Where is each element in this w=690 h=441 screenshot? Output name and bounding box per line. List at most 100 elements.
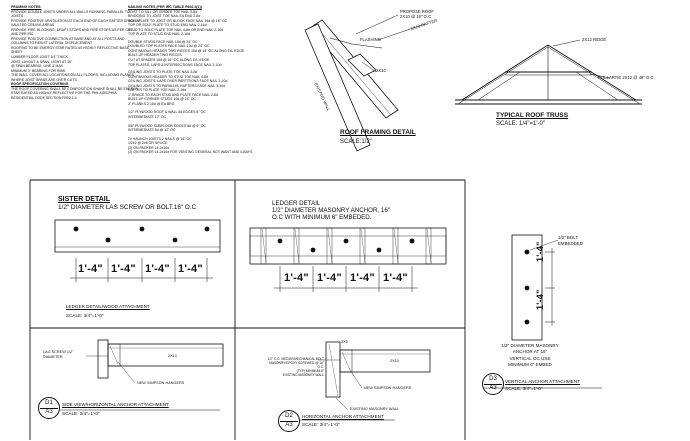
side-scale: SCALE: 3/4"=1'-0" (62, 411, 100, 416)
propose-roof-label: PROPOSE ROOF (400, 9, 434, 14)
horizontal-note-line: 1/2" O.C. WEDGE/MECHANICAL BOLT (267, 357, 324, 361)
sister-dim-3: 1'-4" (145, 263, 170, 275)
side-ledger-label: 2X10 (168, 354, 177, 358)
ledger-dim-1: 1'-4" (284, 272, 309, 284)
nailing-note-line: 1" BRACE TO EACH STUD AND PLATE FACE NAI… (128, 92, 218, 97)
framing-notes: FRAMING NOTES: PROVIDE DOUBLE JOISTS UND… (11, 5, 141, 100)
vertical-note-line: MINIMUM 6" EMBED (508, 362, 552, 368)
sister-dim-1: 1'-4" (78, 263, 103, 275)
side-view-drawing (60, 339, 224, 411)
vertical-dim-1: 1'-4" (535, 241, 545, 262)
side-ref-bubble: D1 A3 (38, 397, 60, 419)
roof-spec-line: STAR RATED AS HIGHLY REFLECTIVE FOR THE … (11, 91, 117, 96)
framing-note-line: WHERE JOIST SPANS ARE OVER CUTS (11, 77, 77, 82)
framing-note-line: LUMBER FLOOR JOIST 3/4" THICK (11, 55, 68, 60)
ref-top: D2 (285, 413, 293, 419)
nailing-note-line: CEILING JOISTS TO PLATE TOE NAIL 3-8d (128, 70, 198, 75)
framing-note-line: JOIST LAYOUT & SPAN, LIGHT AT 16" (11, 59, 73, 64)
horizontal-note-line: (TYP) MINIMUM 6" (296, 369, 324, 373)
horizontal-note-line: MASONRY/EPOXY SCREWED @ 16" O.C. (269, 361, 324, 369)
roof-framing-scale: SCALE:1/2" (340, 139, 372, 145)
sister-dim-2: 1'-4" (111, 263, 136, 275)
nailing-note-line: TOP PLATE TO STUD END NAIL 2-16d (128, 32, 190, 37)
nailing-note-line: CEILING JOISTS, LAPS OVER PARTITIONS FAC… (128, 79, 228, 84)
framing-note-line: PROVIDE DOUBLE JOISTS UNDER ALL WALLS RU… (11, 9, 130, 14)
nailing-note-line: STUD TO SOLE PLATE TOE NAIL 4-8d OR END … (128, 27, 224, 32)
framing-note-line: SHEET (11, 50, 23, 55)
sister-dim-4: 1'-4" (178, 263, 203, 275)
framing-note-line: ROOFING TO BE ENERGY STAR RATED AS HIGHL… (11, 45, 129, 50)
ref-top: D3 (489, 376, 497, 382)
collar-tie-label: COLLARTIE 2X12 @ 48" O.C (598, 75, 654, 80)
vertical-scale: SCALE: 3/4"=1'-0" (505, 386, 543, 391)
nailing-note-line: BUILT-UP HEADER TWO PIECES (128, 53, 182, 58)
sister-detail-drawing (54, 219, 221, 282)
horizontal-anchor-note: 1/2" O.C. WEDGE/MECHANICAL BOLT MASONRY/… (262, 357, 324, 377)
lag-screw-label-2: DIAMETER (43, 355, 63, 359)
nailing-note-line: TOP OR SOLE PLATE TO STUD END NAIL 2-16d (128, 23, 207, 28)
ledger-tag-label: 2X10 (376, 68, 386, 73)
horizontal-scale: SCALE: 3/4"=1'-0" (302, 422, 340, 427)
nailing-note-line: 2" PLANKS 2-16d @ EA BRG (128, 101, 175, 106)
nailing-note-line: 1/2" PLYWOOD ROOF & WALL 6d EDGES 6" OC (128, 110, 206, 115)
framing-note-line: JOISTS (11, 14, 24, 19)
roof-spec-line: THE ROOF COVERING SHALL BE COMPOSITION S… (11, 86, 139, 91)
sister-detail-caption: LEDGER DETAIL/WOOD ATTACHMENT (66, 304, 150, 309)
framing-note-line: MINIMUM 3" BEARING FOR RIBS (11, 68, 66, 73)
nailing-note-line: INTERMEDIATE 12" OC (128, 115, 167, 120)
vertical-note-line: ANCHOR AT 16" (512, 349, 548, 355)
ledger-dim-4: 1'-4" (383, 272, 408, 284)
nailing-note-line: DOUBLED TOP PLATES FACE NAIL 10d @ 24" O… (128, 44, 210, 49)
nailing-note-line: 1/2x2 @ 2x6 OR SPLICE (128, 141, 168, 146)
nailing-note-line: JOIST TO SILL OR GIRDER TOE NAIL 3-8d (128, 9, 198, 14)
ledger-detail-title: LEDGER DETAIL (272, 200, 321, 207)
nailing-note-line: BUILT-UP CORNER STUDS 10d @ 24" OC (128, 97, 197, 102)
roof-framing-title: ROOF FRAMING DETAIL (340, 129, 416, 136)
roof-truss-scale: SCALE: 1/4"=1'-0" (496, 121, 545, 127)
nailing-note-line: (2) ON PACKER 14-2x10d FOR VENTING GENER… (128, 150, 253, 155)
ledger-detail-drawing (249, 227, 447, 292)
roof-truss-title: TYPICAL ROOF TRUSS (496, 112, 569, 119)
ref-top: D1 (45, 400, 53, 406)
framing-note-line: VAULTED CEILING AREAS (11, 23, 55, 28)
bolt-label-2: EMBEDDED (558, 241, 583, 246)
ref-bottom: A3 (45, 409, 53, 415)
framing-notes-heading: FRAMING NOTES: (11, 5, 42, 9)
roof-spec-heading: ROOF SPECIFICATION COVERING (11, 82, 69, 87)
bolt-label-1: 1/2" BOLT (558, 235, 579, 240)
vertical-caption: VERTICAL ANCHOR ATTACHMENT (505, 379, 580, 384)
nailing-note-line: DOUBLE STUDS FACE NAIL 16d @ 24" OC (128, 39, 198, 44)
vertical-detail-drawing (483, 234, 602, 389)
framing-note-line: THE WALL COVER ALL LOCATIONS ON ALL FLOO… (11, 73, 134, 78)
nailing-note-line: BRIDGING TO JOIST TOE NAIL EA END 2-8d (128, 14, 201, 19)
framing-note-line: COLUMNS TO RESIST LATERAL DISPLACEMENT (11, 41, 93, 46)
ledger-dim-3: 1'-4" (350, 272, 375, 284)
vertical-note-line: VERTICAL OC USE (509, 355, 551, 361)
vertical-note: 1/2" DIAMETER MASONRY ANCHOR AT 16" VERT… (498, 343, 562, 369)
lag-screw-label-1: LAG SCREW 1/2" (43, 350, 74, 354)
horizontal-hanger-label: NEW SIMPSON HANGERS (364, 386, 412, 390)
nailing-note-line: 2x HAUNCH JOISTS 2 NAILS @ 16" OC (128, 136, 192, 141)
sister-detail-title: SISTER DETAIL (58, 196, 110, 203)
nailing-note-line: 5/8" PLYWOOD SUBFLOOR EDGES 8d @ 6" OC (128, 123, 206, 128)
framing-note-line: PROVIDE POSITIVE VENTILATION AT EACH END… (11, 18, 141, 23)
flashing-label: FLASHING (360, 37, 381, 42)
nailing-note-line: RAFTER TO PLATE TOE NAIL 2-16d (128, 88, 187, 93)
ridge-label: 2X12 RIDGE (582, 37, 607, 42)
roof-spec-line: RESIDENTIAL CODE SECTION R902.1.4 (11, 95, 77, 100)
nailing-note-line: INTERMEDIATE 8d @ 12" OC (128, 128, 176, 133)
horizontal-2x-label: 2X8 (341, 340, 348, 344)
horizontal-view-drawing (300, 341, 431, 421)
ledger-detail-line1: 1/2" DIAMETER MASONRY ANCHOR, 16" (272, 207, 390, 214)
horizontal-ledger-label: 2X10 (390, 359, 399, 363)
vertical-note-line: 1/2" DIAMETER MASONRY (501, 343, 559, 348)
vertical-ref-bubble: D3 A3 (482, 373, 504, 395)
rafter-spacing-label: 2X10 @ 16" O.C (400, 14, 432, 19)
framing-note-line: PROVIDE FIRE BLOCKING, DRAFT STOPS AND F… (11, 27, 133, 32)
nailing-note-line: CONTINUOUS HEADER TO STUD TOE NAIL 4-8d (128, 74, 208, 79)
nailing-note-line: TOP PLATES, LAPS & INTERSECTIONS FACE NA… (128, 62, 222, 67)
framing-note-line: PROVIDE POSITIVE CONNECTION AT BASE AND … (11, 36, 125, 41)
side-hanger-label: NEW SIMPSON HANGERS (137, 381, 185, 385)
ledger-detail-line2: O.C WITH MINIMUM 6" EMBEDED. (272, 214, 372, 221)
